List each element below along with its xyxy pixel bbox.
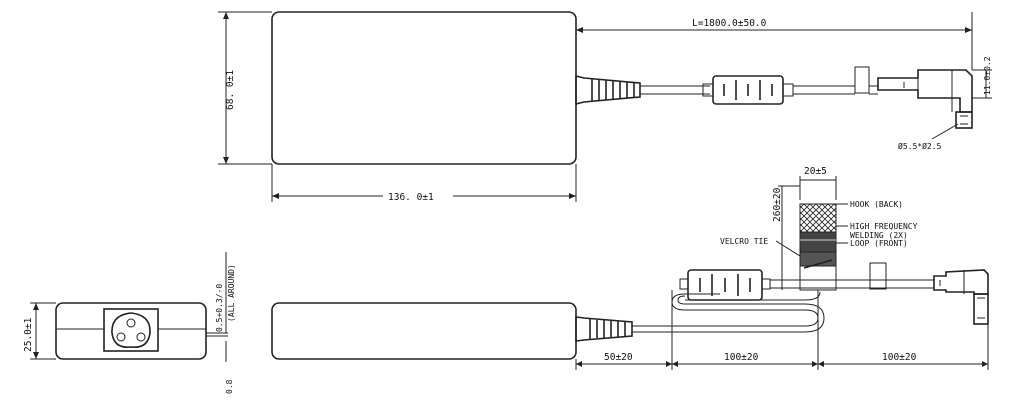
cable-length-label: L=1800.0±50.0 <box>692 18 767 29</box>
dc-plug-top <box>877 69 973 129</box>
body-length-label: 136. 0±1 <box>388 192 434 203</box>
ac-inlet-c5 <box>103 308 159 352</box>
plug-offset-label: 11.0±0.2 <box>983 56 992 95</box>
velcro-hook <box>799 203 837 233</box>
seg2-label: 100±20 <box>724 352 759 363</box>
velcro-tie-label: VELCRO TIE <box>720 237 768 246</box>
loop-label: LOOP (FRONT) <box>850 239 908 248</box>
seg3-label: 100±20 <box>882 352 917 363</box>
body-thickness-label: 25.0±1 <box>23 317 34 352</box>
ferrite-core-top <box>702 75 794 105</box>
adapter-body-top <box>271 11 577 165</box>
hook-label: HOOK (BACK) <box>850 200 903 209</box>
strain-relief-ribs-side <box>589 319 626 339</box>
dc-plug-side <box>933 269 989 325</box>
tie-width-label: 20±5 <box>804 166 827 177</box>
adapter-body-side <box>271 302 577 360</box>
side-view: 20±5 260±20 HOOK (BACK) HIGH FREQUENCY W… <box>271 166 989 370</box>
tolerance-note: (ALL AROUND) <box>227 264 236 322</box>
body-height-label: 68. 0±1 <box>225 70 236 110</box>
velcro-tie <box>799 203 837 291</box>
ferrite-core-side <box>679 269 771 301</box>
end-view: 25.0±1 0.5+0.3/-0 (ALL AROUND) 0.8 <box>23 252 236 394</box>
plug-diameter-label: Ø5.5*Ø2.5 <box>898 141 942 151</box>
gap-label: 0.8 <box>225 379 234 394</box>
top-view: 68. 0±1 136. 0±1 <box>218 11 992 203</box>
hf-welding-label-1: HIGH FREQUENCY <box>850 222 918 231</box>
tie-length-label: 260±20 <box>772 187 783 222</box>
hf-welding-label-2: WELDING (2X) <box>850 231 908 240</box>
adapter-body-end <box>55 302 207 360</box>
tolerance-label: 0.5+0.3/-0 <box>215 284 224 332</box>
seg1-label: 50±20 <box>604 352 633 363</box>
strain-relief-ribs-top <box>591 79 635 101</box>
